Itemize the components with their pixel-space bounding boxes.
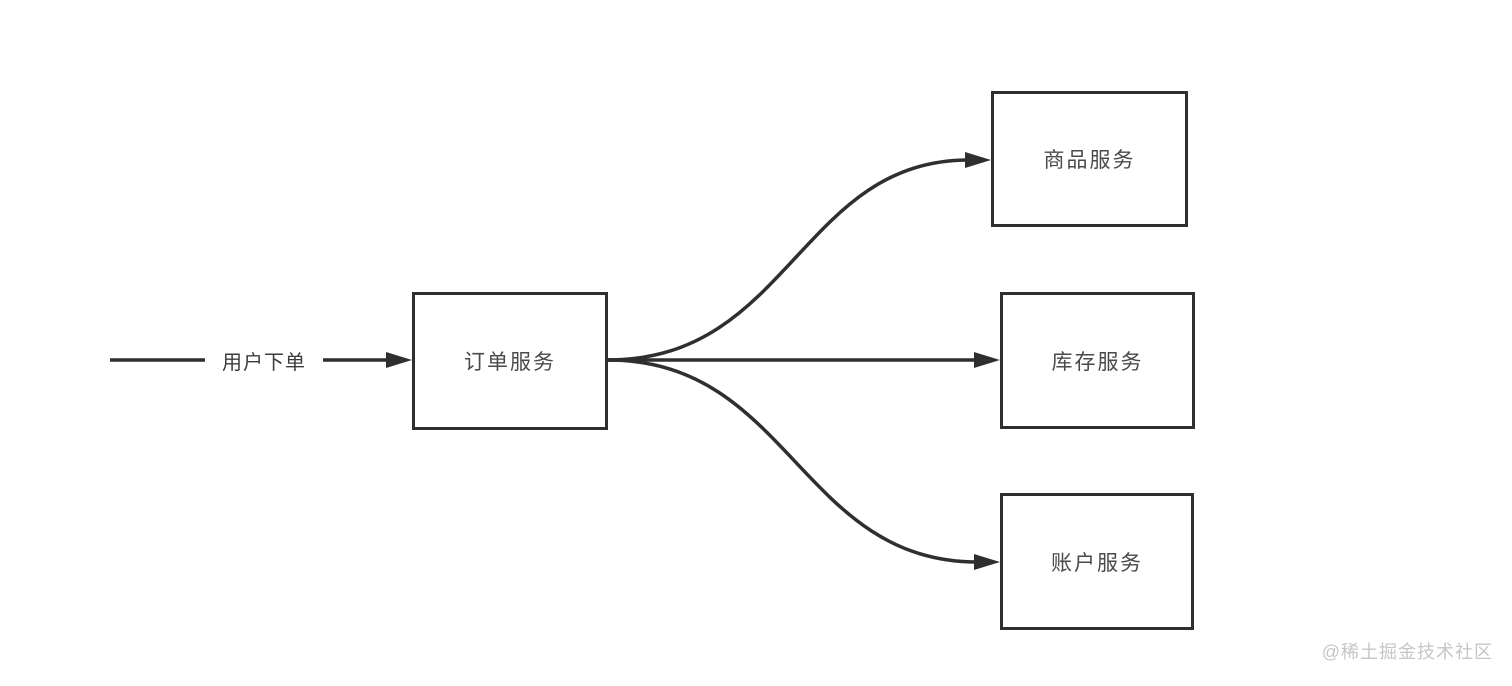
node-order-service-label: 订单服务	[464, 351, 556, 374]
edge-order-to-product	[607, 152, 991, 362]
node-product-service: 商品服务	[991, 91, 1188, 227]
watermark-juejin: @稀土掘金技术社区	[1321, 642, 1493, 662]
node-account-service: 账户服务	[1000, 493, 1194, 630]
node-order-service: 订单服务	[412, 292, 608, 430]
arrowhead-into-inventory-service	[974, 352, 1000, 368]
node-inventory-service-label: 库存服务	[1051, 350, 1144, 374]
node-inventory-service: 库存服务	[1000, 292, 1195, 429]
arrowhead-into-order-service	[386, 352, 412, 368]
edge-label-text: 用户下单	[222, 351, 306, 374]
edge-label-user-order: 用户下单	[205, 347, 323, 374]
edge-order-to-inventory	[608, 352, 1000, 368]
arrowhead-into-account-service	[974, 554, 1000, 570]
node-product-service-label: 商品服务	[1043, 149, 1136, 172]
arrowhead-into-product-service	[965, 152, 991, 168]
node-account-service-label: 账户服务	[1051, 551, 1143, 575]
edge-order-to-account	[607, 358, 1000, 570]
